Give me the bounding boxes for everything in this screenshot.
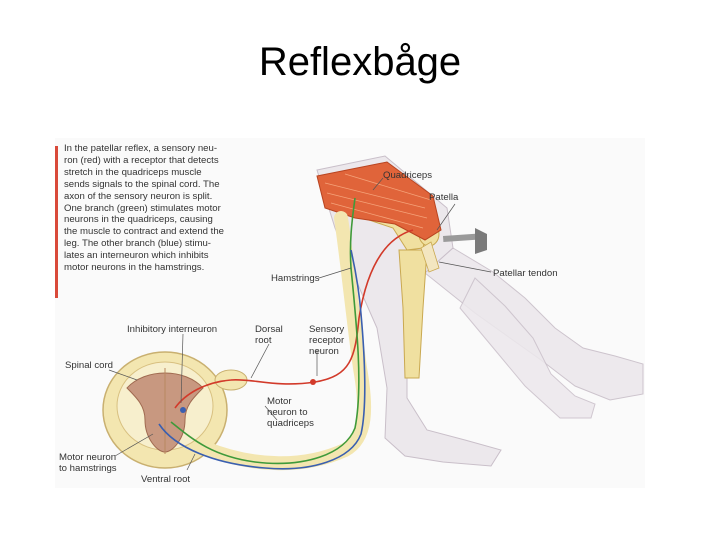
caption-line: leg. The other branch (blue) stimu- bbox=[64, 238, 244, 250]
label-inhibitory-interneuron: Inhibitory interneuron bbox=[127, 324, 217, 335]
label-dorsal-root: Dorsal root bbox=[255, 324, 283, 346]
label-patellar-tendon: Patellar tendon bbox=[493, 268, 558, 279]
caption-line: neurons in the quadriceps, causing bbox=[64, 214, 244, 226]
label-hamstrings: Hamstrings bbox=[271, 273, 320, 284]
label-quadriceps: Quadriceps bbox=[383, 170, 432, 181]
caption-line: In the patellar reflex, a sensory neu- bbox=[64, 143, 244, 155]
figure-caption: In the patellar reflex, a sensory neu- r… bbox=[64, 143, 244, 274]
reflex-arc-figure: In the patellar reflex, a sensory neu- r… bbox=[55, 138, 645, 488]
label-motor-neuron-quadriceps: Motor neuron to quadriceps bbox=[267, 396, 314, 429]
caption-line: ron (red) with a receptor that detects bbox=[64, 155, 244, 167]
caption-line: One branch (green) stimulates motor bbox=[64, 203, 244, 215]
caption-line: motor neurons in the hamstrings. bbox=[64, 262, 244, 274]
caption-line: lates an interneuron which inhibits bbox=[64, 250, 244, 262]
caption-line: stretch in the quadriceps muscle bbox=[64, 167, 244, 179]
caption-line: sends signals to the spinal cord. The bbox=[64, 179, 244, 191]
caption-accent-bar bbox=[55, 146, 58, 298]
inhibitory-interneuron-cell bbox=[180, 407, 186, 413]
label-ventral-root: Ventral root bbox=[141, 474, 190, 485]
label-patella: Patella bbox=[429, 192, 458, 203]
caption-line: axon of the sensory neuron is split. bbox=[64, 191, 244, 203]
label-spinal-cord: Spinal cord bbox=[65, 360, 113, 371]
label-sensory-receptor-neuron: Sensory receptor neuron bbox=[309, 324, 344, 357]
label-motor-neuron-hamstrings: Motor neuron to hamstrings bbox=[59, 452, 117, 474]
caption-line: the muscle to contract and extend the bbox=[64, 226, 244, 238]
slide-title: Reflexbåge bbox=[0, 40, 720, 85]
sensory-neuron-cell-body bbox=[310, 379, 316, 385]
